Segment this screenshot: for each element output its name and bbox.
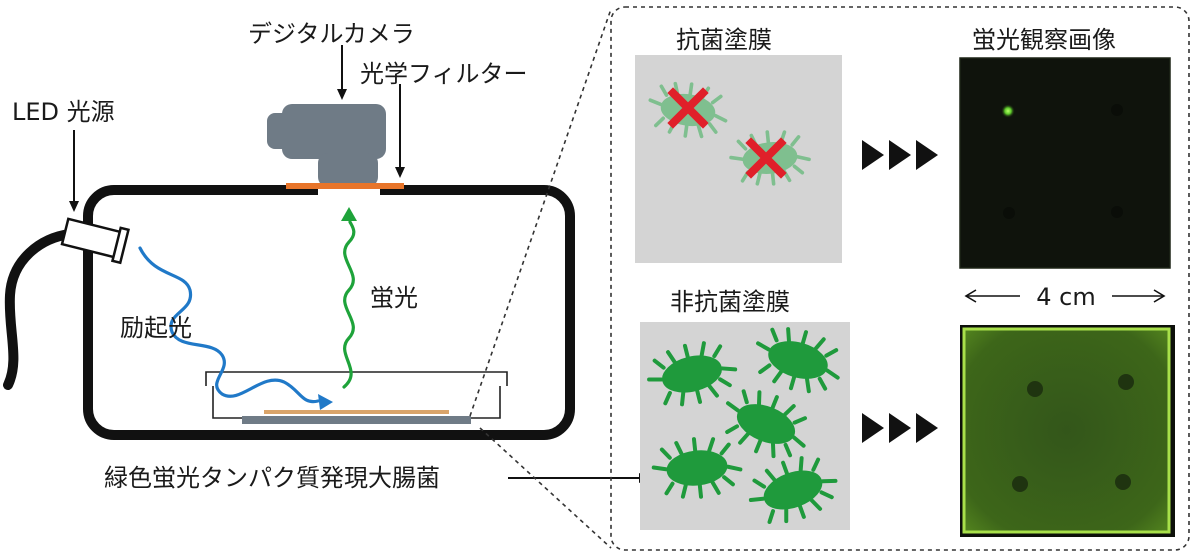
dark-chamber: [83, 185, 575, 440]
optical-filter: [286, 183, 404, 189]
excitation-arrowhead: [318, 394, 333, 410]
result-arrows-top: [862, 140, 938, 170]
scale-bar: 4 cm: [964, 283, 1166, 311]
bright-fluorescence-image: [960, 325, 1175, 537]
excitation-light-label: 励起光: [120, 314, 192, 342]
fluorescence-label: 蛍光: [370, 284, 418, 312]
fluorescence-wave: [342, 220, 356, 389]
result-arrows-bottom: [862, 413, 938, 443]
excitation-light-wave: [138, 246, 320, 404]
digital-camera-label: デジタルカメラ: [248, 20, 415, 48]
dark-fluorescence-image: [959, 57, 1171, 269]
zoom-frame: [610, 6, 1190, 551]
antibacterial-panel: [635, 55, 842, 263]
filter-pointer-head: [395, 167, 405, 178]
hole-mark: [1003, 207, 1015, 219]
led-source: [60, 217, 130, 265]
hole-mark: [1012, 476, 1028, 492]
digital-camera: [267, 104, 386, 187]
zoom-line-bottom: [479, 427, 612, 549]
scale-label: 4 cm: [1036, 283, 1095, 311]
non-antibacterial-coating-label: 非抗菌塗膜: [670, 288, 790, 316]
camera-pointer-head: [337, 89, 347, 100]
led-cable: [3, 229, 75, 390]
fluorescence-image-label: 蛍光観察画像: [972, 26, 1116, 54]
non-antibacterial-panel: [640, 318, 850, 534]
sample-tray: [205, 371, 508, 424]
hole-mark: [1115, 474, 1131, 490]
led-source-label: LED 光源: [12, 98, 115, 126]
gfp-ecoli-label: 緑色蛍光タンパク質発現大腸菌: [104, 464, 440, 492]
hole-mark: [1111, 104, 1123, 116]
antibacterial-coating-label: 抗菌塗膜: [676, 26, 772, 54]
optical-filter-label: 光学フィルター: [360, 60, 528, 88]
fluorescence-arrowhead: [341, 207, 357, 221]
hole-mark: [1027, 381, 1043, 397]
fluorescent-spot: [1001, 104, 1015, 118]
led-pointer-head: [69, 201, 79, 212]
hole-mark: [1118, 374, 1134, 390]
hole-mark: [1111, 206, 1123, 218]
